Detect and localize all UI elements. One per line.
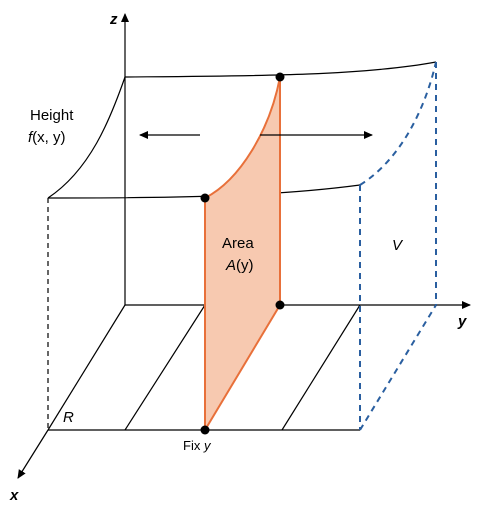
fix-y-label: Fix y (183, 438, 212, 453)
area-function-args: (y) (236, 257, 254, 274)
fix-prefix: Fix (183, 438, 204, 453)
floor-slice-1 (124, 304, 206, 431)
floor-slice-3 (281, 304, 361, 431)
height-function-label: f(x, y) (28, 129, 66, 146)
area-function-label: A(y) (225, 257, 254, 274)
height-function-args: (x, y) (32, 129, 65, 146)
right-top-curve (359, 61, 437, 186)
area-function-name: A (225, 257, 236, 274)
surface-left-curve (47, 76, 126, 199)
point-floor-front (200, 425, 210, 435)
surface-back-curve (124, 61, 437, 78)
z-axis-label: z (109, 11, 118, 28)
volume-label: V (392, 237, 404, 254)
point-floor-back (275, 300, 285, 310)
axes (17, 13, 471, 479)
region-label: R (63, 409, 74, 426)
height-function-name: f (28, 129, 34, 146)
height-label: Height (30, 107, 74, 124)
fix-variable: y (203, 438, 212, 453)
y-axis-label: y (457, 313, 467, 330)
x-axis-label: x (9, 487, 19, 504)
area-label: Area (222, 235, 254, 252)
volume-box-edges (359, 61, 437, 431)
cross-section-area (204, 76, 281, 431)
points (200, 72, 285, 435)
x-axis (17, 429, 49, 479)
point-top-front (200, 193, 210, 203)
right-floor-edge (359, 304, 437, 431)
floor-left-edge (47, 304, 126, 431)
point-top-back (275, 72, 285, 82)
